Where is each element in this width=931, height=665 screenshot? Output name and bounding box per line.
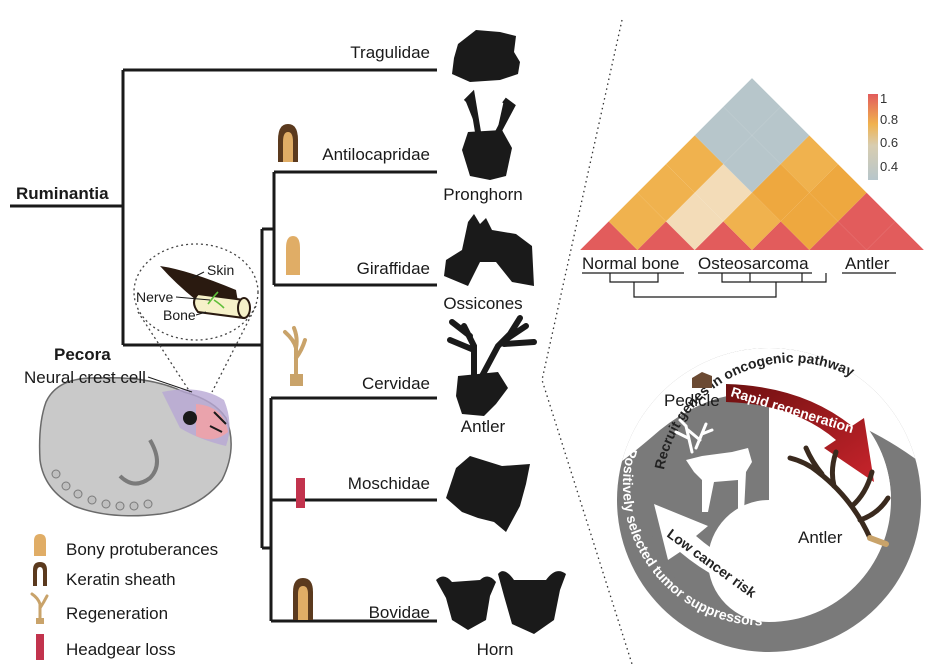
heatmap-cell: [694, 164, 752, 222]
heatmap-label-normal-bone: Normal bone: [582, 254, 679, 273]
inset-nerve-label: Nerve: [136, 289, 174, 305]
deer-silhouette-icon: [674, 418, 752, 512]
regeneration-cycle: Rapid regeneration Low cancer risk Recru…: [617, 348, 921, 652]
bony-protuberance-icon-giraffidae: [286, 236, 300, 275]
heatmap-cell: [866, 221, 924, 250]
heatmap-cell: [723, 135, 781, 193]
headgear-label-antler: Antler: [461, 417, 506, 436]
heatmap-cell: [694, 221, 752, 250]
heatmap-dendrogram: [609, 273, 827, 298]
root-label: Ruminantia: [16, 184, 109, 203]
heatmap-label-osteosarcoma: Osteosarcoma: [698, 254, 809, 273]
heatmap-cell: [637, 221, 695, 250]
taxon-label-tragulidae: Tragulidae: [350, 43, 430, 62]
taxon-label-antilocapridae: Antilocapridae: [322, 145, 430, 164]
rapid-regeneration-arrow: [726, 384, 874, 482]
keratin-sheath-icon: [33, 562, 47, 586]
bovid-heads-icon: [436, 571, 566, 634]
heatmap-cell: [809, 221, 867, 250]
heatmap-label-antler: Antler: [845, 254, 890, 273]
pecora-label: Pecora: [54, 345, 111, 364]
taxon-label-cervidae: Cervidae: [362, 374, 430, 393]
keratin-sheath-icon-antilocapridae: [278, 124, 298, 162]
branch-trait-icons: [278, 124, 313, 620]
heatmap-cell: [637, 164, 695, 222]
heatmap-cell: [838, 192, 896, 250]
headgear-label-pronghorn: Pronghorn: [443, 185, 522, 204]
musk-deer-head-icon: [446, 456, 530, 532]
shed-antler-icon: [787, 445, 891, 547]
headgear-loss-icon-moschidae: [296, 478, 305, 508]
pedicle-label: Pedicle: [664, 391, 720, 410]
taxon-label-moschidae: Moschidae: [348, 474, 430, 493]
antler-regeneration-icon-cervidae: [283, 326, 307, 386]
taxon-label-giraffidae: Giraffidae: [357, 259, 430, 278]
headgear-label-ossicones: Ossicones: [443, 294, 522, 313]
animal-silhouettes: [436, 30, 566, 634]
legend-label-loss: Headgear loss: [66, 640, 176, 659]
antler-cycle-label: Antler: [798, 528, 843, 547]
heatmap-cell: [723, 78, 781, 136]
correlation-heatmap: Normal bone Osteosarcoma Antler 1 0.8 0.…: [580, 78, 924, 298]
heatmap-cell: [752, 106, 810, 164]
colorbar-tick-0-8: 0.8: [880, 112, 898, 127]
panel-divider: [541, 19, 633, 665]
pronghorn-head-icon: [462, 89, 516, 180]
neural-crest-pointer: [147, 376, 193, 393]
colorbar-tick-0-6: 0.6: [880, 135, 898, 150]
pedicle-icon: [692, 372, 712, 388]
heatmap-cell: [580, 221, 638, 250]
legend-label-keratin: Keratin sheath: [66, 570, 176, 589]
legend-label-bony: Bony protuberances: [66, 540, 218, 559]
legend: Bony protuberances Keratin sheath Regene…: [30, 534, 218, 660]
heatmap-cell: [608, 192, 666, 250]
headgear-loss-icon: [36, 634, 44, 660]
colorbar-tick-0-4: 0.4: [880, 159, 898, 174]
antler-regeneration-icon: [30, 592, 49, 624]
heatmap-cell: [666, 135, 724, 193]
keratin-sheath-icon-bovidae: [293, 578, 313, 620]
phylogenetic-tree: Ruminantia Pecora Tragulidae Antilocapri…: [10, 43, 523, 659]
embryo-illustration: [38, 377, 232, 517]
heatmap-colorbar: [868, 94, 878, 180]
heatmap-cell: [780, 135, 838, 193]
inset-bone-label: Bone: [163, 307, 196, 323]
headgear-inset: Skin Nerve Bone: [133, 243, 259, 393]
heatmap-cell: [694, 106, 752, 164]
pedicle-icon-cervidae: [290, 374, 303, 386]
fawn-silhouette-icon: [803, 555, 832, 600]
tragulidae-head-icon: [452, 30, 520, 82]
headgear-label-horn: Horn: [477, 640, 514, 659]
neural-crest-label: Neural crest cell: [24, 368, 146, 387]
low-cancer-risk-arrow: [654, 504, 800, 600]
heatmap-cell: [752, 221, 810, 250]
taxon-label-bovidae: Bovidae: [369, 603, 430, 622]
legend-label-regeneration: Regeneration: [66, 604, 168, 623]
giraffe-head-icon: [444, 214, 534, 286]
heatmap-cell: [752, 164, 810, 222]
bony-protuberance-icon: [34, 534, 46, 556]
colorbar-tick-1: 1: [880, 91, 887, 106]
heatmap-cell: [809, 164, 867, 222]
deer-antler-head-icon: [447, 315, 537, 416]
heatmap-cell: [723, 192, 781, 250]
inset-skin-label: Skin: [207, 262, 234, 278]
